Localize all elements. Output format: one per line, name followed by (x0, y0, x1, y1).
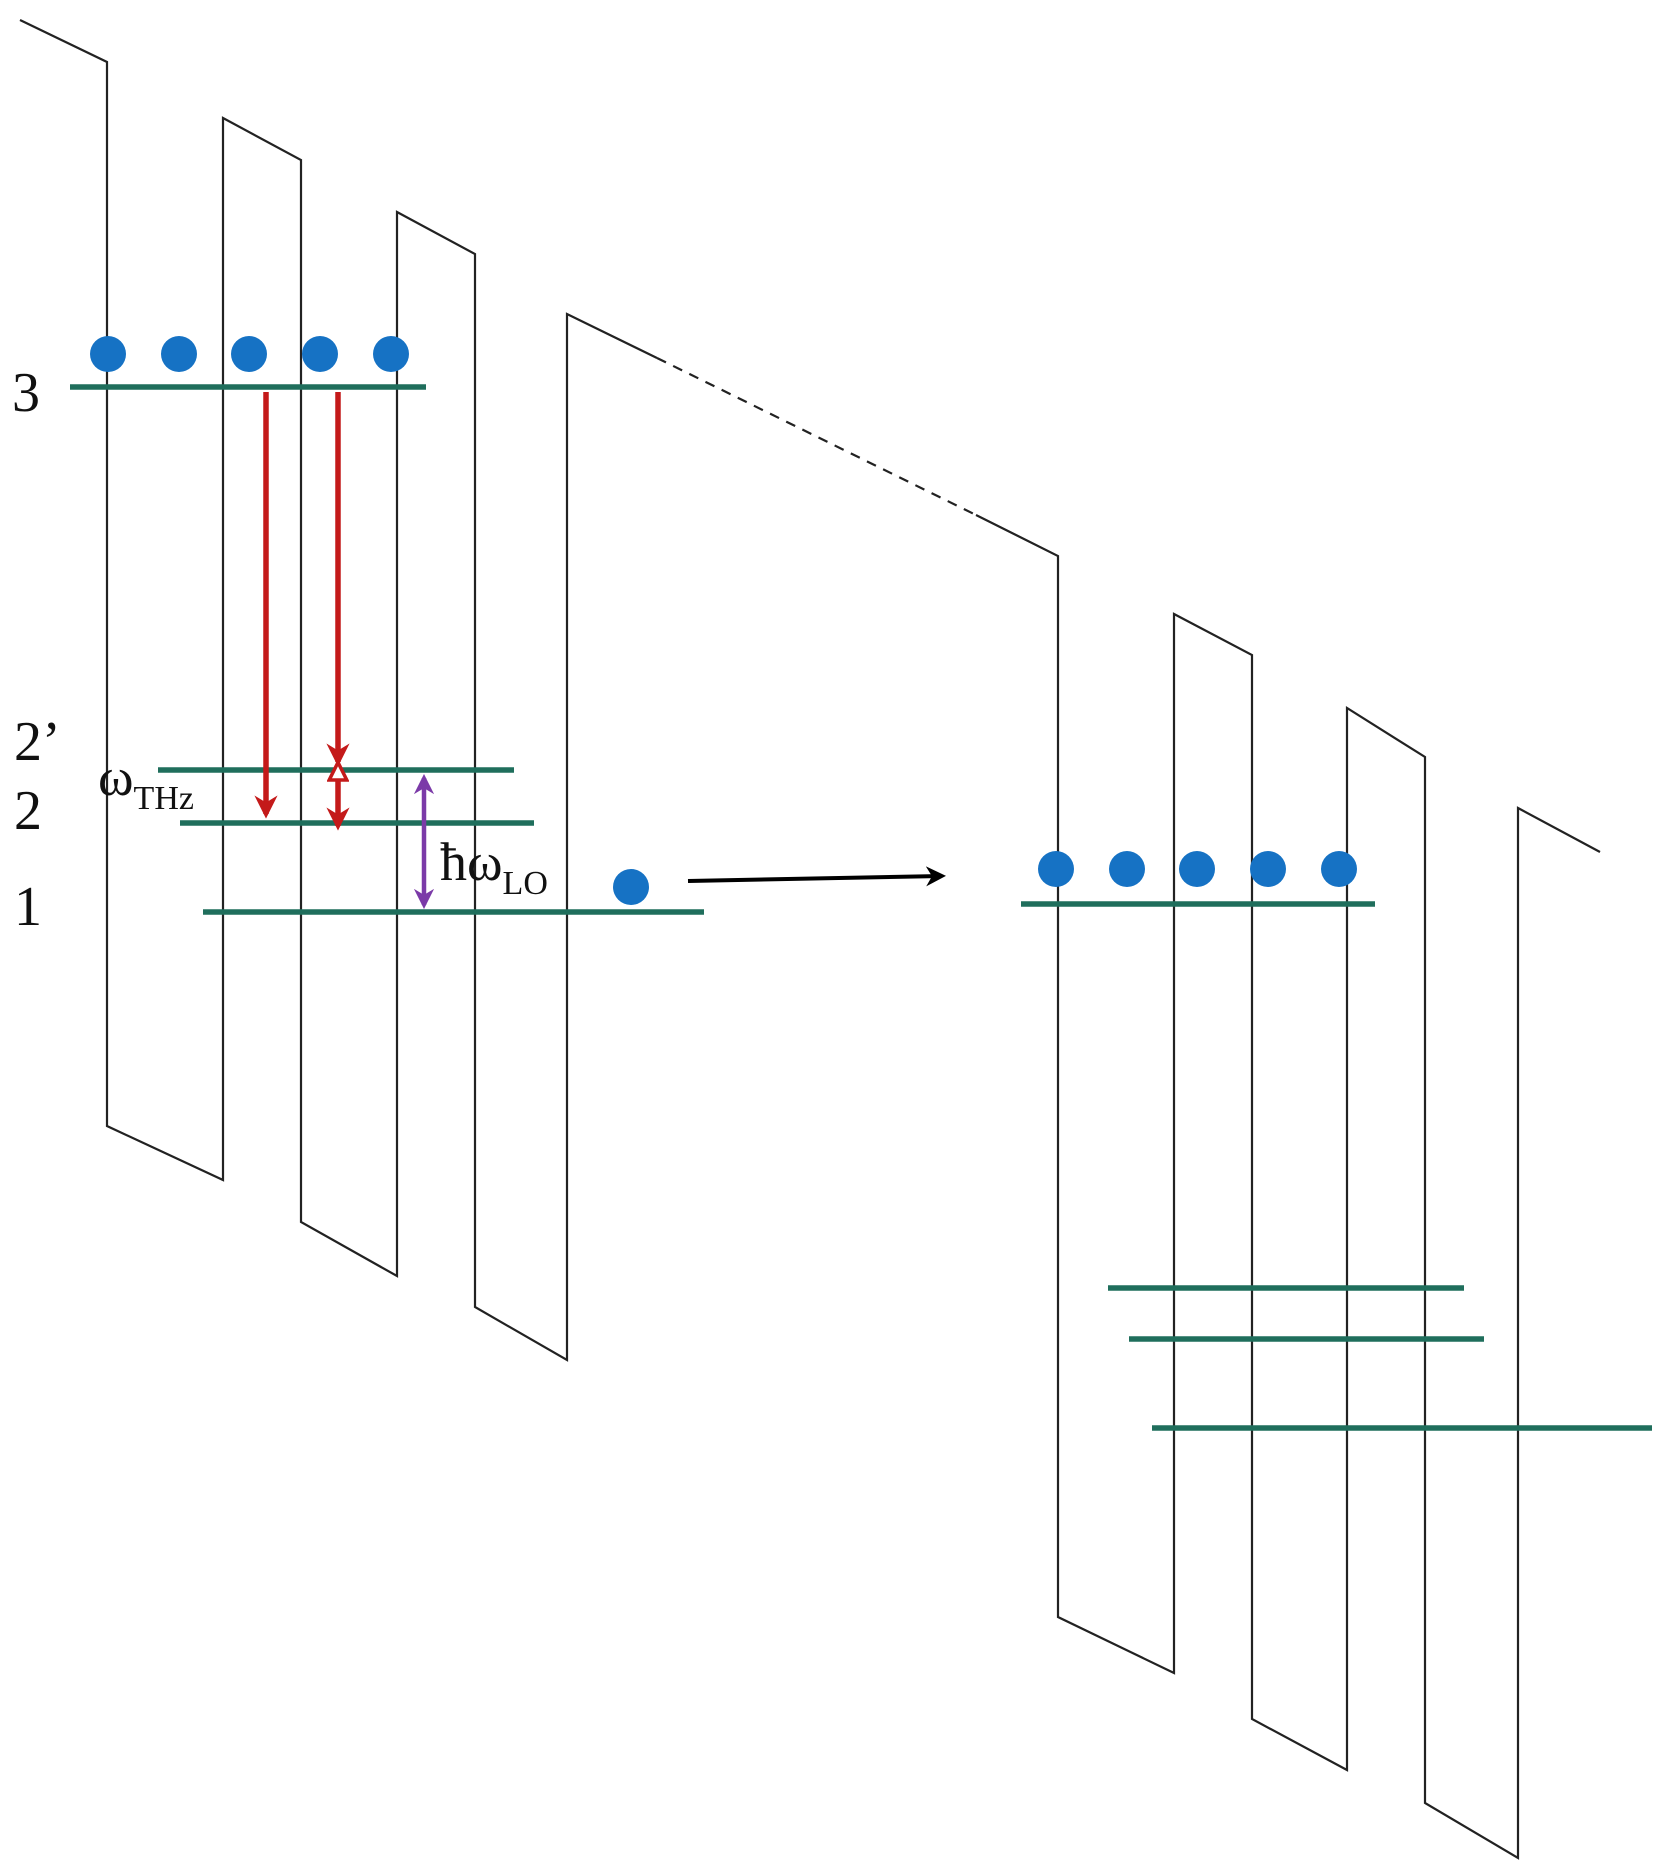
label-level-2p: 2’ (14, 711, 61, 773)
electron (90, 336, 126, 372)
band-profile-right (975, 514, 1601, 1860)
electron (1038, 851, 1074, 887)
next-period-arrow (687, 866, 946, 887)
electron (1321, 851, 1357, 887)
label-level-3: 3 (12, 362, 40, 424)
label-omega-thz: ωTHz (98, 747, 194, 817)
label-hbar-omega-lo: ħωLO (440, 832, 548, 902)
band-profile-dashed (656, 357, 977, 516)
lo-subscript: LO (503, 865, 548, 902)
electron (161, 336, 197, 372)
label-level-1: 1 (14, 876, 42, 938)
label-level-2: 2 (14, 780, 42, 842)
hbar-omega-symbol: ħω (440, 832, 503, 892)
electron (302, 336, 338, 372)
omega-symbol: ω (98, 747, 134, 807)
electron (231, 336, 267, 372)
electron (1250, 851, 1286, 887)
electron (1179, 851, 1215, 887)
thz-subscript: THz (134, 780, 194, 817)
electron (1109, 851, 1145, 887)
electron (373, 336, 409, 372)
band-profile-left (19, 19, 658, 1362)
electron-extracted (613, 869, 649, 905)
